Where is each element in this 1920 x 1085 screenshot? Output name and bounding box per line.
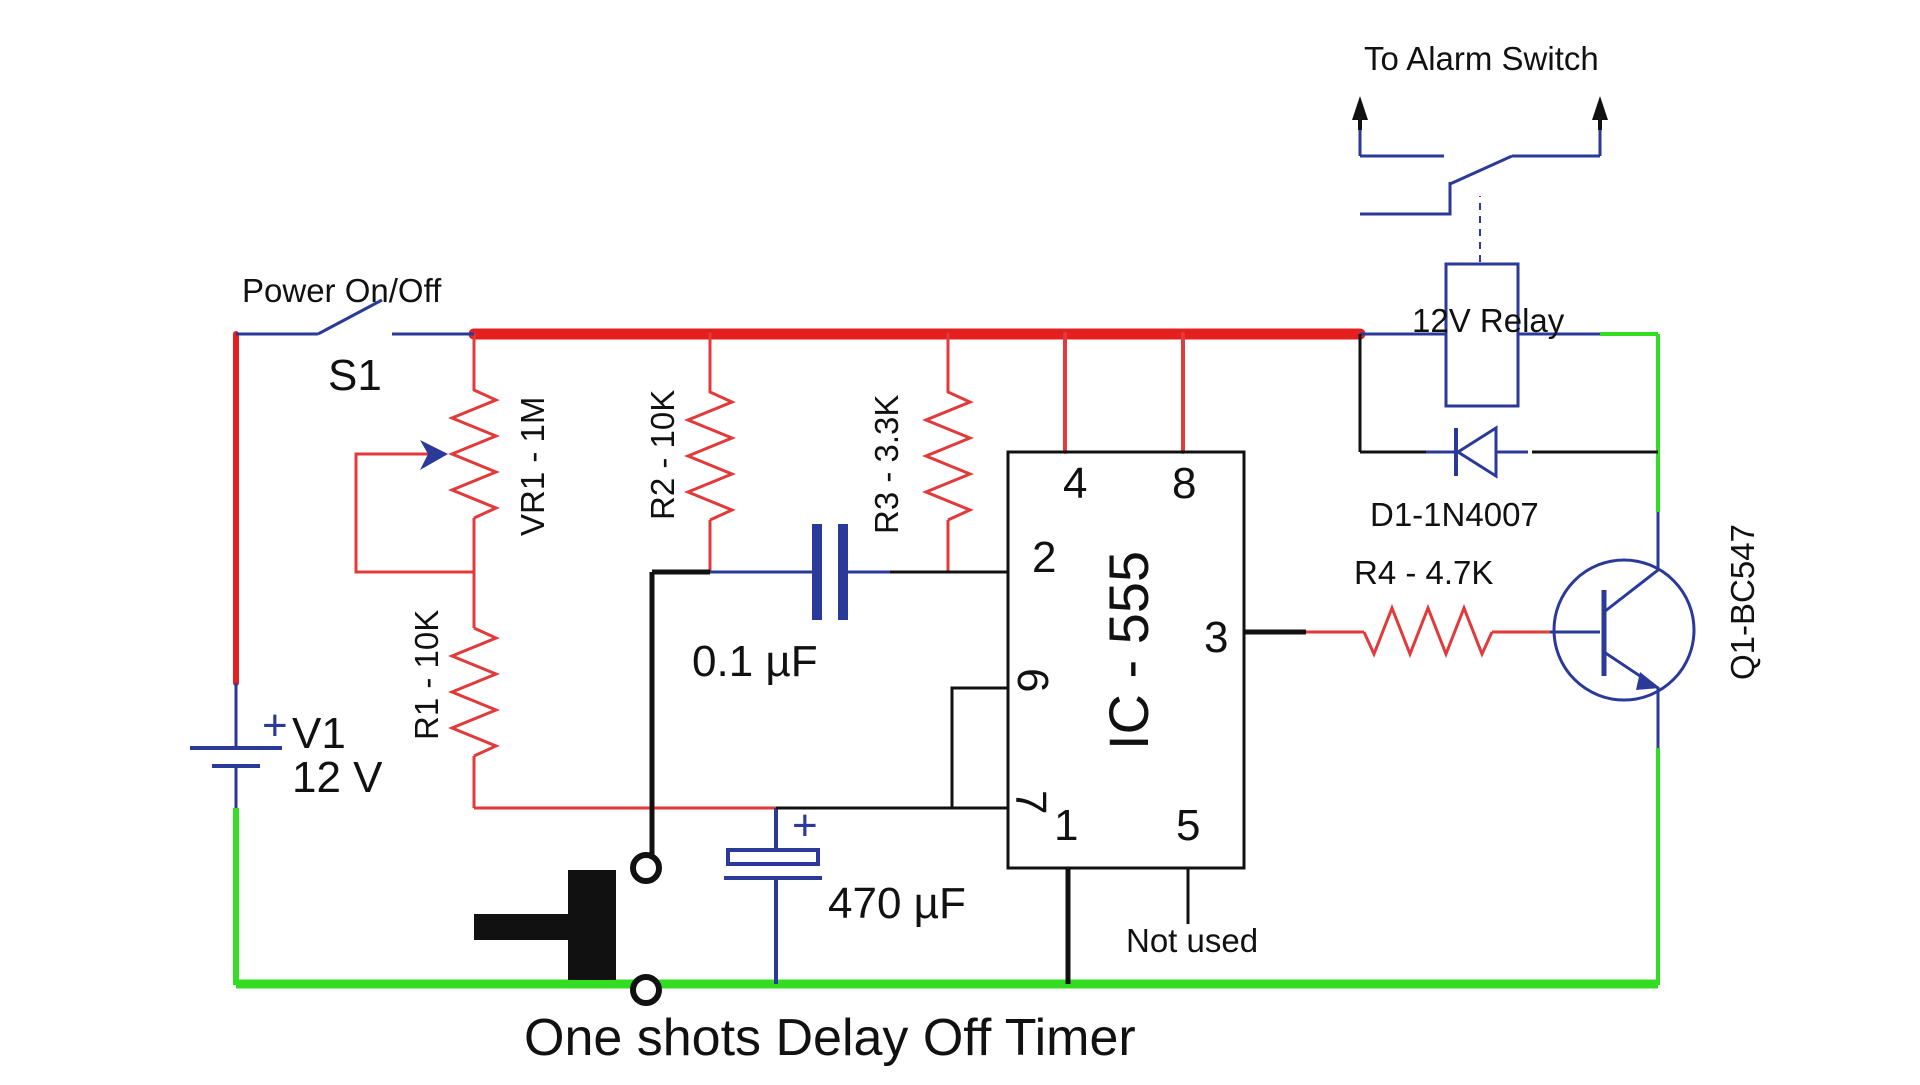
c1-label: 0.1 µF bbox=[692, 637, 818, 686]
r4-label: R4 - 4.7K bbox=[1354, 554, 1493, 591]
diode-d1 bbox=[1358, 334, 1658, 479]
push-button[interactable] bbox=[474, 572, 662, 1006]
alarm-arrow-left-icon bbox=[1352, 96, 1368, 120]
vr1-wiper-arrow-icon bbox=[420, 440, 448, 470]
pin-1: 1 bbox=[1054, 801, 1078, 850]
relay-switch bbox=[1358, 106, 1602, 262]
q1-transistor bbox=[1550, 512, 1696, 748]
pin-3: 3 bbox=[1204, 613, 1228, 662]
pin-8: 8 bbox=[1172, 459, 1196, 508]
ic-label: IC - 555 bbox=[1097, 551, 1160, 750]
not-used-label: Not used bbox=[1126, 922, 1258, 959]
alarm-arrow-right-icon bbox=[1592, 96, 1608, 120]
power-switch-s1 bbox=[236, 298, 474, 336]
pin-6: 6 bbox=[1008, 668, 1057, 692]
r2-resistor bbox=[684, 390, 736, 572]
positive-rail bbox=[233, 328, 1366, 686]
r3-resistor bbox=[922, 390, 974, 572]
diagram-title: One shots Delay Off Timer bbox=[524, 1009, 1136, 1067]
c2-capacitor bbox=[724, 808, 822, 984]
r1-resistor bbox=[448, 572, 776, 810]
emitter-arrow-icon bbox=[1636, 672, 1660, 690]
q1-label: Q1-BC547 bbox=[1724, 524, 1761, 680]
pin-4: 4 bbox=[1063, 459, 1087, 508]
pin-5: 5 bbox=[1176, 801, 1200, 850]
vr1-label: VR1 - 1M bbox=[514, 397, 551, 536]
battery-voltage: 12 V bbox=[292, 753, 383, 802]
pin-2: 2 bbox=[1032, 533, 1056, 582]
relay-label: 12V Relay bbox=[1412, 302, 1565, 339]
ground-rail bbox=[233, 332, 1660, 989]
r1-label: R1 - 10K bbox=[408, 610, 445, 740]
c1-capacitor bbox=[652, 524, 1008, 620]
relay bbox=[1360, 262, 1600, 408]
pin-7: 7 bbox=[1006, 790, 1055, 814]
r4-resistor bbox=[1306, 603, 1550, 659]
r2-label: R2 - 10K bbox=[644, 390, 681, 520]
battery-name: V1 bbox=[292, 709, 346, 758]
c2-label: 470 µF bbox=[828, 879, 966, 928]
alarm-switch-label: To Alarm Switch bbox=[1364, 40, 1599, 77]
diode-label: D1-1N4007 bbox=[1370, 496, 1539, 533]
ic-555 bbox=[776, 450, 1306, 984]
battery-v1 bbox=[190, 683, 282, 808]
s1-label: S1 bbox=[328, 351, 382, 400]
r3-label: R3 - 3.3K bbox=[868, 395, 905, 534]
power-switch-label: Power On/Off bbox=[242, 272, 442, 309]
battery-plus-sign: + bbox=[262, 701, 288, 750]
vr1-potentiometer bbox=[354, 388, 500, 574]
